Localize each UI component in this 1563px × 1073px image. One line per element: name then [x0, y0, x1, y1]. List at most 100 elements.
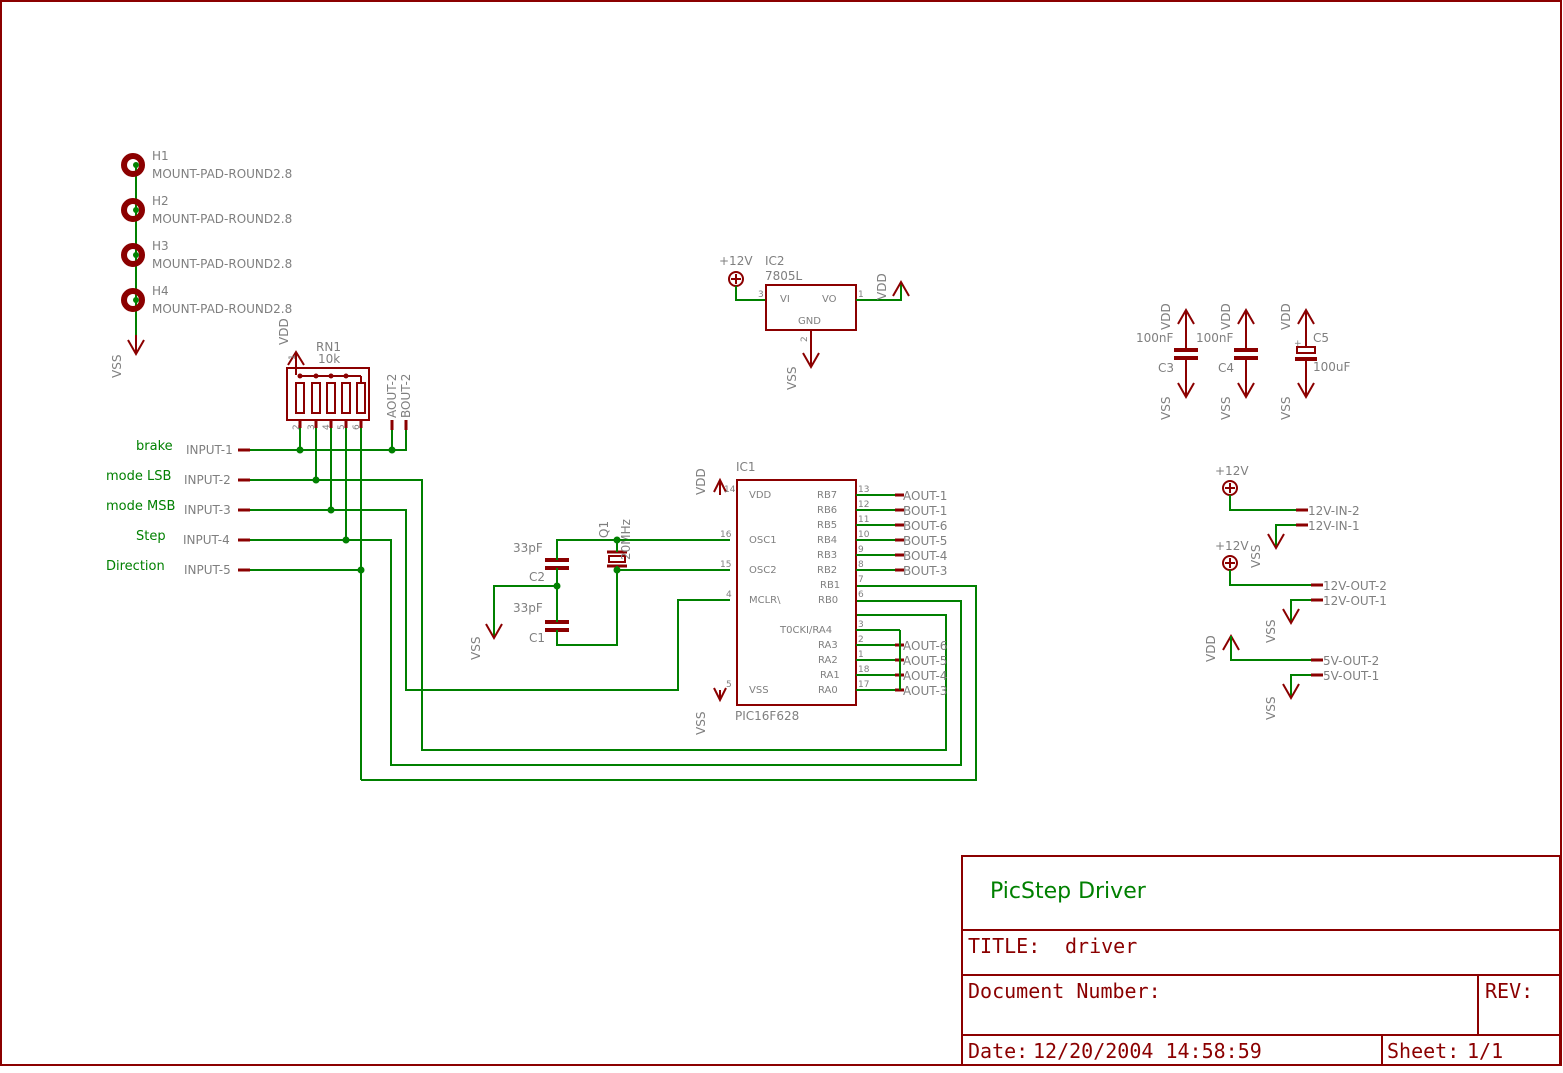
svg-text:3: 3	[307, 424, 317, 430]
mount-pad-h2: H2 MOUNT-PAD-ROUND2.8	[121, 194, 292, 226]
svg-text:5: 5	[726, 680, 732, 690]
svg-text:RB2: RB2	[817, 565, 837, 576]
svg-text:OSC1: OSC1	[749, 535, 777, 546]
svg-text:H2: H2	[152, 194, 169, 208]
svg-text:BOUT-1: BOUT-1	[903, 504, 947, 518]
cap-c4: VDD VSS 100nF C4	[1196, 303, 1258, 420]
svg-text:6: 6	[858, 590, 864, 600]
document-number-label: Document Number:	[968, 979, 1161, 1003]
svg-text:3: 3	[758, 290, 764, 300]
input-3-label: INPUT-3	[184, 503, 231, 517]
svg-text:GND: GND	[798, 316, 821, 327]
svg-text:4: 4	[322, 424, 332, 430]
rn1-pins	[298, 420, 363, 428]
svg-text:4: 4	[726, 590, 732, 600]
svg-text:VSS: VSS	[1249, 545, 1263, 568]
svg-text:100nF: 100nF	[1136, 331, 1174, 345]
svg-text:16: 16	[720, 530, 732, 540]
cap-c3: VDD VSS 100nF C3	[1136, 303, 1198, 420]
svg-text:VSS: VSS	[1159, 397, 1173, 420]
sheet-label: Sheet:	[1387, 1039, 1459, 1063]
svg-text:VSS: VSS	[110, 355, 124, 378]
net-bout-2: BOUT-2	[399, 374, 413, 418]
svg-text:BOUT-5: BOUT-5	[903, 534, 947, 548]
svg-text:+: +	[1294, 339, 1302, 349]
svg-text:T0CKI/RA4: T0CKI/RA4	[779, 625, 832, 636]
svg-text:VDD: VDD	[749, 490, 772, 501]
svg-text:15: 15	[720, 560, 731, 570]
svg-text:AOUT-5: AOUT-5	[903, 654, 947, 668]
microcontroller-ic1: IC1 PIC16F628 VDD VDD 14 OSC1 16 OSC2 15…	[694, 460, 947, 735]
conn-12v-in-2: 12V-IN-2	[1308, 504, 1360, 518]
wires	[250, 428, 977, 781]
svg-text:8: 8	[858, 560, 864, 570]
svg-text:AOUT-4: AOUT-4	[903, 669, 947, 683]
svg-text:RA3: RA3	[818, 640, 838, 651]
svg-text:VSS: VSS	[694, 712, 708, 735]
svg-text:6: 6	[352, 424, 362, 430]
svg-text:VDD: VDD	[1159, 303, 1173, 330]
svg-text:VDD: VDD	[1204, 635, 1218, 662]
svg-text:3: 3	[858, 620, 864, 630]
sheet-value: 1/1	[1467, 1039, 1503, 1063]
mount-pad-h4: H4 MOUNT-PAD-ROUND2.8	[121, 284, 292, 316]
svg-text:VSS: VSS	[1279, 397, 1293, 420]
svg-text:H4: H4	[152, 284, 169, 298]
svg-text:RB0: RB0	[818, 595, 838, 606]
svg-text:13: 13	[858, 485, 869, 495]
svg-text:2: 2	[292, 424, 302, 430]
svg-text:VDD: VDD	[875, 273, 889, 300]
title-value: driver	[1065, 934, 1137, 958]
svg-text:14: 14	[724, 485, 736, 495]
vss-symbol: VSS	[110, 335, 145, 378]
svg-text:VSS: VSS	[785, 367, 799, 390]
svg-text:10k: 10k	[318, 352, 340, 366]
svg-text:PIC16F628: PIC16F628	[735, 709, 799, 723]
svg-text:RB5: RB5	[817, 520, 837, 531]
svg-text:VSS: VSS	[749, 685, 769, 696]
svg-text:IC1: IC1	[736, 460, 756, 474]
svg-text:+12V: +12V	[1215, 464, 1249, 478]
net-mode-msb: mode MSB	[106, 499, 175, 514]
svg-text:100nF: 100nF	[1196, 331, 1234, 345]
v12-out: +12V VSS 12V-OUT-2 12V-OUT-1	[1215, 539, 1387, 643]
svg-text:5: 5	[337, 424, 347, 430]
svg-text:C4: C4	[1218, 361, 1234, 375]
svg-text:VO: VO	[822, 294, 837, 305]
svg-text:7: 7	[858, 575, 864, 585]
svg-text:C2: C2	[529, 570, 545, 584]
date-value: 12/20/2004 14:58:59	[1033, 1039, 1262, 1063]
svg-text:RB7: RB7	[817, 490, 837, 501]
mount-pad-h3: H3 MOUNT-PAD-ROUND2.8	[121, 239, 292, 271]
svg-text:AOUT-6: AOUT-6	[903, 639, 947, 653]
project-title: PicStep Driver	[990, 879, 1147, 904]
svg-text:VSS: VSS	[1264, 620, 1278, 643]
conn-12v-out-1: 12V-OUT-1	[1323, 594, 1387, 608]
decoupling-caps: VDD VSS 100nF C3 VDD VSS 100nF C4 + VDD	[1136, 303, 1351, 420]
conn-12v-in-1: 12V-IN-1	[1308, 519, 1360, 533]
svg-text:RN1: RN1	[316, 340, 341, 354]
net-mode-lsb: mode LSB	[106, 469, 171, 484]
svg-text:BOUT-6: BOUT-6	[903, 519, 947, 533]
svg-text:MOUNT-PAD-ROUND2.8: MOUNT-PAD-ROUND2.8	[152, 167, 292, 181]
svg-text:VSS: VSS	[1264, 697, 1278, 720]
svg-text:+12V: +12V	[1215, 539, 1249, 553]
svg-text:RA2: RA2	[818, 655, 838, 666]
svg-text:12: 12	[858, 500, 869, 510]
svg-text:100uF: 100uF	[1313, 360, 1351, 374]
svg-text:C5: C5	[1313, 331, 1329, 345]
svg-text:BOUT-3: BOUT-3	[903, 564, 947, 578]
mount-pad-h1: H1 MOUNT-PAD-ROUND2.8	[121, 149, 292, 181]
svg-text:33pF: 33pF	[513, 601, 543, 615]
svg-text:33pF: 33pF	[513, 541, 543, 555]
svg-text:RB6: RB6	[817, 505, 837, 516]
svg-text:VDD: VDD	[1279, 303, 1293, 330]
svg-text:BOUT-4: BOUT-4	[903, 549, 947, 563]
svg-text:H3: H3	[152, 239, 169, 253]
svg-text:IC2: IC2	[765, 254, 785, 268]
power-connectors: +12V VSS 12V-IN-2 12V-IN-1 +12V VSS 12V-…	[1204, 464, 1387, 720]
svg-text:17: 17	[858, 680, 869, 690]
cap-c5: + VDD VSS C5 100uF	[1279, 303, 1351, 420]
